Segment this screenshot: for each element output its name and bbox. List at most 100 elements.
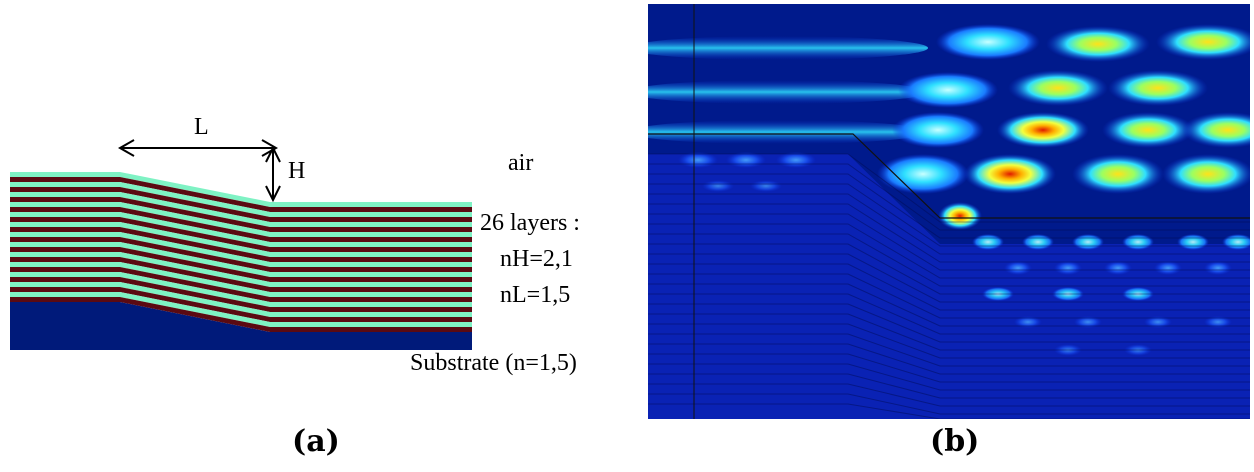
intensity-spot <box>1008 70 1108 106</box>
label-nL: nL=1,5 <box>500 282 571 308</box>
layer-interface-line <box>648 293 1250 335</box>
intensity-spot <box>702 180 734 192</box>
layer-interface-line <box>648 223 1250 279</box>
low-index-layer <box>10 257 472 292</box>
field-intensity-pattern <box>628 24 1254 419</box>
intensity-spot <box>1072 234 1104 250</box>
layer-interface-line <box>648 273 1250 319</box>
high-index-layer <box>10 242 472 277</box>
intensity-spot <box>938 202 982 230</box>
intensity-spot <box>678 152 718 168</box>
label-nH: nH=2,1 <box>500 246 573 272</box>
intensity-spot <box>726 152 766 168</box>
low-index-layer <box>10 227 472 262</box>
layer-interface-line <box>648 153 1250 223</box>
high-index-layer <box>10 202 472 237</box>
high-index-layer <box>10 232 472 267</box>
layer-interface-line <box>648 193 1250 255</box>
intensity-spot <box>1046 26 1150 62</box>
substrate-layer <box>10 302 472 350</box>
low-index-layer <box>10 217 472 252</box>
intensity-spot <box>982 287 1014 301</box>
label-air: air <box>508 150 534 176</box>
layer-interface-line <box>648 263 1250 311</box>
panel-b-field-map <box>628 4 1254 420</box>
intensity-spot <box>1054 344 1082 356</box>
intensity-spot <box>1144 316 1172 328</box>
intensity-spot <box>1177 234 1209 250</box>
layer-interface-line <box>648 163 1250 231</box>
intensity-spot <box>1014 316 1042 328</box>
high-index-layer <box>10 292 472 327</box>
field-band <box>628 36 928 60</box>
layer-interface-line <box>648 353 1250 383</box>
intensity-spot <box>1052 287 1084 301</box>
high-index-layer <box>10 262 472 297</box>
high-index-layer <box>10 222 472 257</box>
layer-interface-line <box>648 243 1250 295</box>
low-index-layer <box>10 187 472 222</box>
intensity-spot <box>1182 112 1254 148</box>
low-index-layer <box>10 297 472 332</box>
low-index-layer <box>10 197 472 232</box>
intensity-spot <box>1204 316 1232 328</box>
label-substrate: Substrate (n=1,5) <box>410 350 577 376</box>
layer-interface-line <box>648 373 1250 399</box>
panel-a-multilayer-diagram: L H air 26 layers : nH=2,1 nL=1,5 Substr… <box>10 114 580 376</box>
intensity-spot <box>1004 261 1032 275</box>
caption-a: (a) <box>292 424 340 459</box>
layer-interface-line <box>648 253 1250 303</box>
field-band <box>628 120 928 144</box>
intensity-spot <box>1222 234 1254 250</box>
low-index-layer <box>10 277 472 312</box>
layer-interface-line <box>648 393 1250 415</box>
layer-interface-line <box>648 213 1250 271</box>
structure-outline <box>648 4 1250 420</box>
high-index-layer <box>10 282 472 317</box>
intensity-spot <box>997 112 1089 148</box>
intensity-spot <box>1072 154 1164 194</box>
layer-interface-line <box>648 363 1250 391</box>
field-map-svg <box>628 4 1254 420</box>
label-layer-count: 26 layers : <box>480 210 580 236</box>
intensity-spot <box>1154 261 1182 275</box>
intensity-spot <box>972 234 1004 250</box>
intensity-spot <box>964 154 1056 194</box>
label-L: L <box>194 114 209 140</box>
high-index-layer <box>10 192 472 227</box>
intensity-spot <box>1124 344 1152 356</box>
layer-interface-line <box>648 173 1250 239</box>
layer-interface-line <box>648 333 1250 367</box>
layer-interface-line <box>648 183 1250 247</box>
high-index-layer <box>10 252 472 287</box>
low-index-layer <box>10 237 472 272</box>
intensity-spot <box>877 154 969 194</box>
intensity-spot <box>750 180 782 192</box>
low-index-layer <box>10 267 472 302</box>
field-band <box>628 80 928 104</box>
layer-interface-line <box>648 313 1250 351</box>
intensity-spot <box>1054 261 1082 275</box>
high-index-layer <box>10 272 472 307</box>
intensity-spot <box>1204 261 1232 275</box>
intensity-spot <box>898 72 998 108</box>
intensity-spot <box>936 24 1040 60</box>
intensity-spot <box>1108 70 1208 106</box>
low-index-layer <box>10 177 472 212</box>
intensity-spot <box>1104 261 1132 275</box>
low-index-layer <box>10 247 472 282</box>
intensity-spot <box>1122 234 1154 250</box>
intensity-spot <box>892 112 984 148</box>
intensity-spot <box>1156 24 1254 60</box>
intensity-spot <box>1122 287 1154 301</box>
multilayer-svg <box>10 139 472 350</box>
high-index-layer <box>10 172 472 207</box>
stack-region <box>648 154 1250 419</box>
layer-interface-line <box>648 383 1250 407</box>
layer-interface-line <box>648 283 1250 327</box>
layer-interface-line <box>648 233 1250 287</box>
caption-b: (b) <box>930 424 980 459</box>
intensity-spot <box>1074 316 1102 328</box>
low-index-layer <box>10 287 472 322</box>
width-arrow-L <box>117 139 279 157</box>
